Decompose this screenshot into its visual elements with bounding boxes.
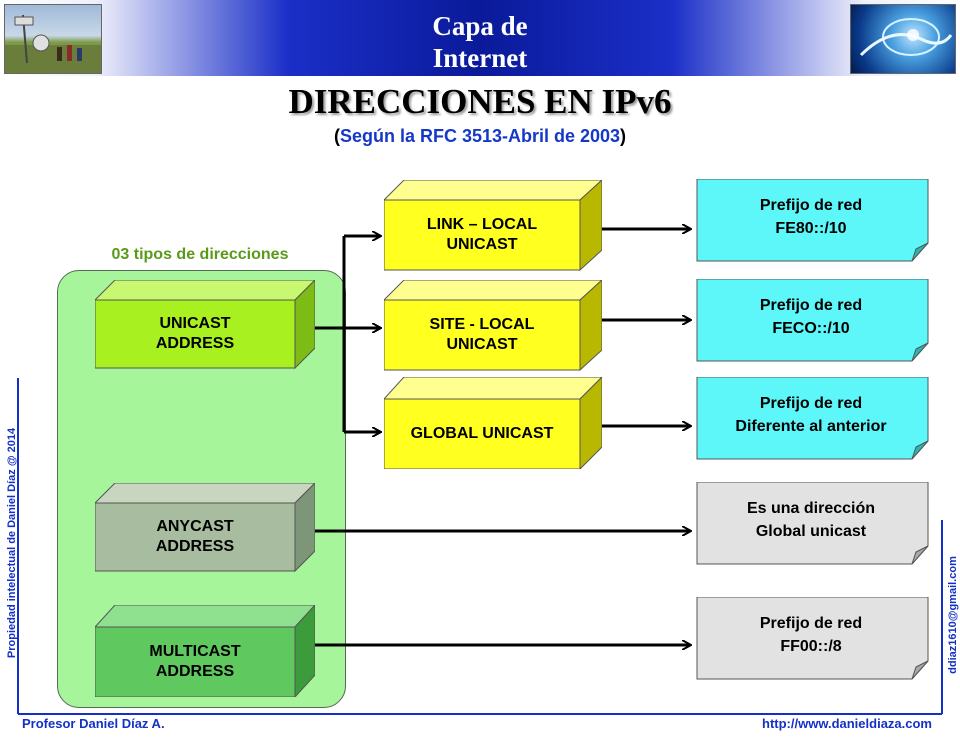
anycast-label-line2: ADDRESS <box>155 538 235 555</box>
header-band <box>0 0 960 76</box>
unicast-label-line1: UNICAST <box>159 315 231 332</box>
anycast-address-box: ANYCAST ADDRESS <box>95 483 315 573</box>
antenna-photo <box>4 4 102 74</box>
subtitle-text: Según la RFC 3513-Abril de 2003 <box>339 126 621 146</box>
page-subtitle: (Según la RFC 3513-Abril de 2003) <box>180 126 780 147</box>
multicast-prefix-line1: Prefijo de red <box>759 615 863 632</box>
multicast-label-line1: MULTICAST <box>149 643 241 660</box>
hand-network-image <box>850 4 956 74</box>
prefix-global-line1: Prefijo de red <box>759 395 863 412</box>
multicast-label-line2: ADDRESS <box>155 663 235 680</box>
site-local-unicast-box: SITE - LOCAL UNICAST <box>384 280 602 372</box>
anycast-note-line1: Es una dirección <box>746 500 876 517</box>
anycast-label-line1: ANYCAST <box>156 518 234 535</box>
link-local-line1: LINK – LOCAL <box>426 216 538 233</box>
footer-url[interactable]: http://www.danieldiaza.com <box>762 716 932 731</box>
email-text: ddiaz1610@gmail.com <box>947 556 959 674</box>
unicast-address-box: UNICAST ADDRESS <box>95 280 315 370</box>
copyright-sidebar: Propiedad intelectual de Daniel Díaz @ 2… <box>1 378 23 708</box>
multicast-address-box: MULTICAST ADDRESS <box>95 605 315 697</box>
prefix-fe80-line1: Prefijo de red <box>759 197 863 214</box>
unicast-label-line2: ADDRESS <box>155 335 235 352</box>
copyright-text: Propiedad intelectual de Daniel Díaz @ 2… <box>6 427 18 659</box>
group-label: 03 tipos de direcciones <box>111 246 289 263</box>
prefix-feco-line2: FECO::/10 <box>772 320 850 337</box>
global-unicast-line1: GLOBAL UNICAST <box>410 425 554 442</box>
prefix-fe80-line2: FE80::/10 <box>775 220 847 237</box>
link-local-line2: UNICAST <box>446 236 518 253</box>
global-unicast-box: GLOBAL UNICAST <box>384 377 602 469</box>
page-title: DIRECCIONES EN IPv6 <box>288 82 672 121</box>
prefix-feco-line1: Prefijo de red <box>759 297 863 314</box>
link-local-unicast-box: LINK – LOCAL UNICAST <box>384 180 602 272</box>
prefix-global-line2: Diferente al anterior <box>735 418 887 435</box>
section-title-line2: Internet <box>432 43 528 73</box>
site-local-line1: SITE - LOCAL <box>429 316 535 333</box>
section-title: Capa de Internet <box>380 10 580 74</box>
multicast-prefix-line2: FF00::/8 <box>780 638 842 655</box>
site-local-line2: UNICAST <box>446 336 518 353</box>
subtitle-open-paren: ( <box>333 126 340 146</box>
email-sidebar: ddiaz1610@gmail.com <box>942 520 960 710</box>
subtitle-close-paren: ) <box>620 126 627 146</box>
anycast-note-line2: Global unicast <box>755 523 867 540</box>
section-title-line1: Capa de <box>432 11 528 41</box>
footer-author: Profesor Daniel Díaz A. <box>22 716 165 731</box>
